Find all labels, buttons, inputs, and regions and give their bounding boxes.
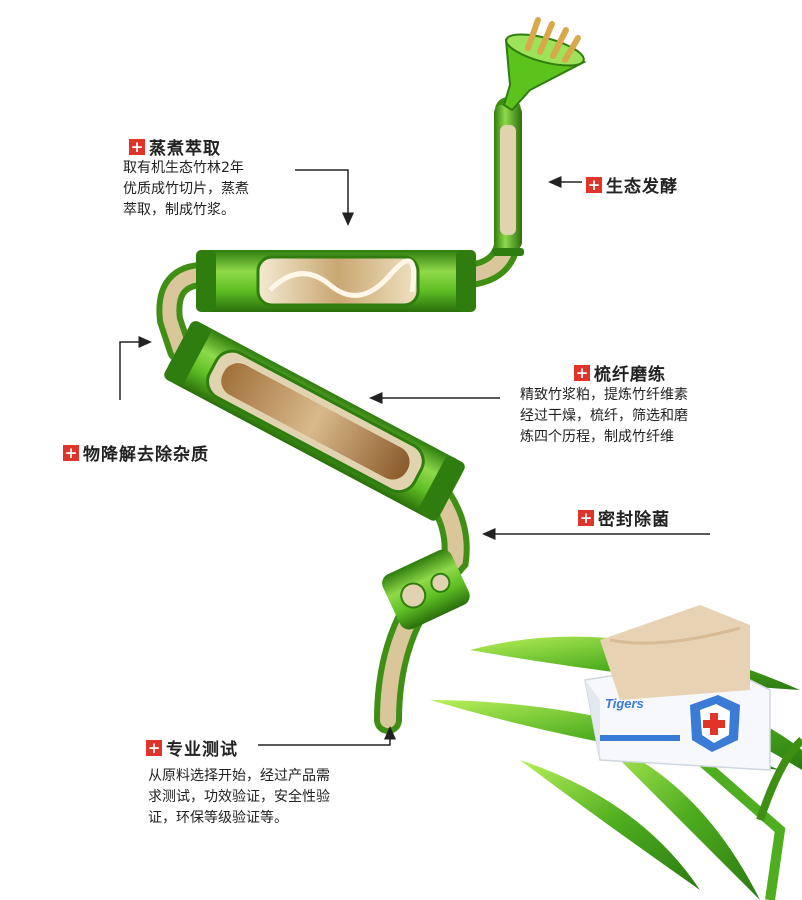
- desc-line: 从原料选择开始，经过产品需: [148, 768, 330, 784]
- plus-badge-icon: +: [146, 738, 162, 757]
- step-extraction-desc: 取有机生态竹林2年 优质成竹切片，蒸煮 萃取，制成竹浆。: [123, 158, 249, 221]
- desc-line: 萃取，制成竹浆。: [123, 202, 235, 218]
- desc-line: 求测试，功效验证，安全性验: [148, 789, 330, 805]
- extraction-tube: [196, 250, 476, 312]
- step-testing-title: + 专业测试: [146, 735, 238, 760]
- step-extraction-title: + 蒸煮萃取: [129, 134, 221, 159]
- step-testing-desc: 从原料选择开始，经过产品需 求测试，功效验证，安全性验 证，环保等级验证等。: [148, 766, 330, 829]
- plus-badge-icon: +: [586, 175, 602, 194]
- step-refining-label: 梳纤磨练: [594, 365, 666, 385]
- plus-badge-icon: +: [129, 137, 145, 156]
- arrow-icon: [119, 169, 710, 746]
- plus-badge-icon: +: [574, 363, 590, 382]
- desc-line: 证，环保等级验证等。: [148, 810, 288, 826]
- step-sealing-label: 密封除菌: [598, 510, 670, 530]
- step-impurity-title: + 物降解去除杂质: [63, 440, 209, 465]
- step-fermentation-title: + 生态发酵: [586, 172, 678, 197]
- step-testing-label: 专业测试: [166, 740, 238, 760]
- desc-line: 取有机生态竹林2年: [123, 160, 244, 176]
- plus-badge-icon: +: [63, 443, 79, 462]
- step-refining-title: + 梳纤磨练: [574, 360, 666, 385]
- plus-badge-icon: +: [578, 508, 594, 527]
- sealing-segment: [382, 549, 470, 630]
- desc-line: 优质成竹切片，蒸煮: [123, 181, 249, 197]
- product-brand: Tigers: [605, 696, 644, 711]
- desc-line: 精致竹浆粕，提炼竹纤维素: [520, 387, 688, 403]
- tissue-box-icon: [584, 605, 771, 771]
- step-fermentation-label: 生态发酵: [606, 177, 678, 197]
- desc-line: 炼四个历程，制成竹纤维: [520, 429, 674, 445]
- desc-line: 经过干燥，梳纤，筛选和磨: [520, 408, 688, 424]
- funnel-icon: [502, 17, 587, 112]
- refining-tube: [164, 321, 465, 521]
- step-refining-desc: 精致竹浆粕，提炼竹纤维素 经过干燥，梳纤，筛选和磨 炼四个历程，制成竹纤维: [520, 385, 688, 448]
- step-sealing-title: + 密封除菌: [578, 505, 670, 530]
- step-extraction-label: 蒸煮萃取: [149, 139, 221, 159]
- step-impurity-label: 物降解去除杂质: [83, 445, 209, 465]
- vertical-bamboo-segment: [492, 105, 524, 256]
